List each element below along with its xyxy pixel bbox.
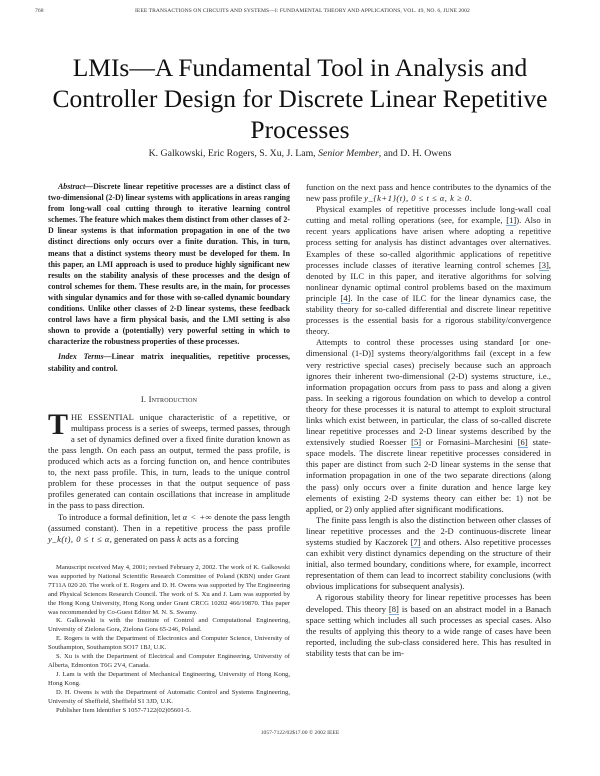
abstract-text: Discrete linear repetitive processes are… <box>48 182 290 347</box>
paragraph-text: or Fornasini–Marchesini <box>421 437 518 448</box>
paper-title: LMIs—A Fundamental Tool in Analysis and … <box>52 53 548 144</box>
index-terms: Index Terms—Linear matrix inequalities, … <box>48 351 290 373</box>
paragraph-text: . <box>469 193 472 204</box>
right-paragraph-3: The finite pass length is also the disti… <box>306 515 551 593</box>
paragraph-text: denote the pass length (assumed constant… <box>48 511 291 533</box>
paragraph-text: Attempts to control these processes usin… <box>306 337 551 448</box>
section-number: I. <box>140 393 149 404</box>
citation-link-8[interactable]: [8] <box>388 603 399 615</box>
paragraph-text: ). Also in recent years applications hav… <box>306 215 551 270</box>
journal-name: IEEE TRANSACTIONS ON CIRCUITS AND SYSTEM… <box>135 8 470 14</box>
abstract: Abstract—Discrete linear repetitive proc… <box>48 181 290 347</box>
index-terms-text: Linear matrix inequalities, repetitive p… <box>48 352 290 373</box>
paragraph-text: . In the case of ILC for the linear dyna… <box>306 292 551 337</box>
right-paragraph-0: function on the next pass and hence cont… <box>306 182 551 204</box>
citation-link-1[interactable]: [1] <box>506 215 517 227</box>
citation-link-3[interactable]: [3] <box>538 259 549 271</box>
authors-names: K. Galkowski, Eric Rogers, S. Xu, J. Lam… <box>148 148 319 159</box>
citation-link-4[interactable]: [4] <box>340 292 351 304</box>
paragraph-text: is based on an abstract model in a Banac… <box>306 603 552 658</box>
footnote-affiliation: E. Rogers is with the Department of Elec… <box>48 635 290 652</box>
paragraph-text: function on the next pass and hence cont… <box>306 182 551 204</box>
right-paragraph-1: Physical examples of repetitive processe… <box>306 204 551 337</box>
footnote-affiliation: K. Galkowski is with the Institute of Co… <box>48 617 290 634</box>
author-list: K. Galkowski, Eric Rogers, S. Xu, J. Lam… <box>40 148 560 159</box>
paragraph-text: acts as a forcing <box>181 533 239 544</box>
paragraph-text: , denoted by ILC in this paper, and iter… <box>306 259 551 303</box>
paragraph-text: To introduce a formal definition, let <box>58 511 183 522</box>
citation-link-6[interactable]: [6] <box>517 437 528 449</box>
right-column: function on the next pass and hence cont… <box>306 182 551 659</box>
paragraph-text: The finite pass length is also the disti… <box>306 514 551 547</box>
footnote-affiliation: S. Xu is with the Department of Electric… <box>48 653 290 669</box>
drop-cap: T <box>48 407 69 441</box>
right-paragraph-4: A rigorous stability theory for linear r… <box>306 592 551 659</box>
page-number: 768 <box>35 8 44 14</box>
section-heading-introduction: I. Introduction <box>48 394 290 405</box>
citation-link-5[interactable]: [5] <box>411 437 422 449</box>
footnote-affiliation: J. Lam is with the Department of Mechani… <box>48 670 290 687</box>
paragraph-text: , generated on pass <box>109 533 177 544</box>
left-column: Abstract—Discrete linear repetitive proc… <box>48 181 290 545</box>
copyright-line: 1057-7122/02$17.00 © 2002 IEEE <box>260 730 340 736</box>
math-inline: y_k(t), 0 ≤ t ≤ α <box>48 533 110 544</box>
footnote-manuscript: Manuscript received May 4, 2001; revised… <box>48 564 290 616</box>
first-page-footnotes: Manuscript received May 4, 2001; revised… <box>48 564 290 715</box>
author-membership: Senior Member <box>318 148 379 159</box>
math-inline: y_{k+1}(t), 0 ≤ t ≤ α, k ≥ 0 <box>364 193 470 204</box>
abstract-label: Abstract— <box>58 182 94 191</box>
right-paragraph-2: Attempts to control these processes usin… <box>306 337 551 515</box>
authors-last: , and D. H. Owens <box>378 148 452 159</box>
paragraph-text: Physical examples of repetitive processe… <box>306 204 551 226</box>
paragraph-text: state-space models. The discrete linear … <box>306 437 551 514</box>
footnote-affiliation: D. H. Owens is with the Department of Au… <box>48 688 290 705</box>
footnote-publisher-id: Publisher Item Identifier S 1057-7122(02… <box>56 706 191 714</box>
section-title: Introduction <box>148 393 198 404</box>
math-inline: α < +∞ <box>182 511 213 522</box>
paragraph-text: A rigorous stability theory for linear r… <box>306 592 551 614</box>
paragraph-text: HE ESSENTIAL unique characteristic of a … <box>48 411 290 511</box>
citation-link-7[interactable]: [7] <box>410 537 421 548</box>
paragraph-text: and others. Also repetitive processes ca… <box>306 537 551 592</box>
math-inline: k <box>176 533 182 544</box>
intro-paragraph-2: To introduce a formal definition, let α … <box>48 512 290 545</box>
running-header: 768 IEEE TRANSACTIONS ON CIRCUITS AND SY… <box>35 8 565 20</box>
index-terms-label: Index Terms— <box>58 352 112 362</box>
